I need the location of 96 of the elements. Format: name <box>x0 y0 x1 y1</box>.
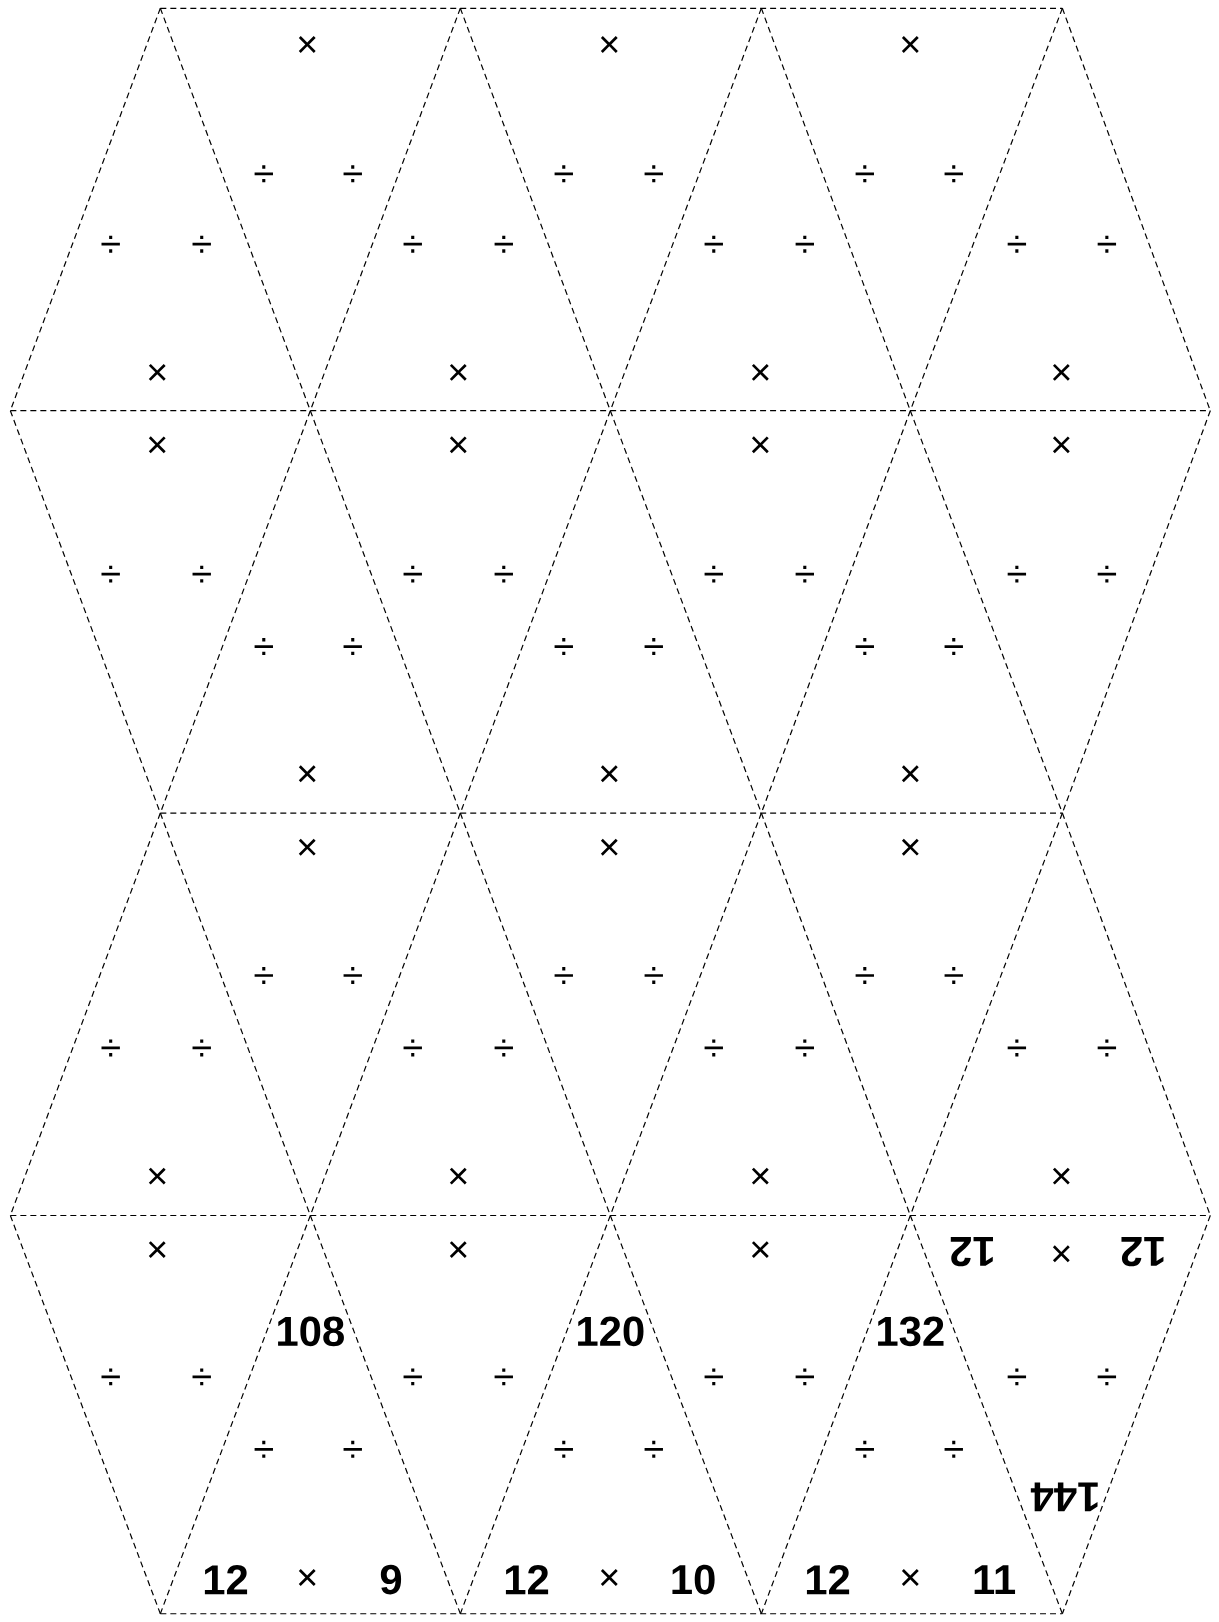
operator-symbol: ÷ <box>855 638 875 655</box>
number-label: 132 <box>878 1316 944 1347</box>
operator-symbol: × <box>450 436 467 454</box>
operator-symbol: × <box>902 1569 919 1586</box>
operator-symbol: × <box>299 36 316 53</box>
operator-symbol: ÷ <box>254 967 274 984</box>
operator-symbol: ÷ <box>1097 1039 1117 1057</box>
operator-symbol: × <box>149 1167 166 1185</box>
operator-symbol: ÷ <box>494 1368 514 1386</box>
operator-symbol: ÷ <box>795 1039 815 1057</box>
operator-symbol: ÷ <box>254 165 274 183</box>
operator-symbol: ÷ <box>855 967 875 984</box>
operator-symbol: ÷ <box>254 638 274 655</box>
operator-symbol: ÷ <box>1007 565 1027 583</box>
operator-symbol: × <box>752 436 769 454</box>
operator-symbol: ÷ <box>855 165 875 183</box>
number-label: 9 <box>381 1564 402 1595</box>
operator-symbol: × <box>902 838 919 856</box>
operator-symbol: ÷ <box>554 1440 574 1458</box>
operator-symbol: × <box>752 1167 769 1185</box>
number-label: 108 <box>278 1316 345 1347</box>
operator-symbol: ÷ <box>343 638 363 655</box>
operator-symbol: × <box>902 36 919 53</box>
operator-symbol: × <box>601 36 618 53</box>
operator-symbol: × <box>1053 436 1070 454</box>
operator-symbol: × <box>299 1569 316 1586</box>
operator-symbol: ÷ <box>554 165 574 183</box>
operator-symbol: ÷ <box>704 1368 724 1386</box>
operator-symbol: ÷ <box>855 1440 875 1458</box>
operator-symbol: ÷ <box>554 638 574 655</box>
operator-symbol: × <box>149 363 166 381</box>
operator-symbol: × <box>149 436 166 454</box>
operator-symbol: ÷ <box>644 1440 664 1458</box>
operator-symbol: ÷ <box>944 967 964 984</box>
operator-symbol: ÷ <box>644 165 664 183</box>
operator-symbol: × <box>601 765 618 783</box>
operator-symbol: ÷ <box>494 1039 514 1057</box>
operator-symbol: × <box>601 1569 618 1586</box>
operator-symbol: × <box>601 838 618 856</box>
operator-symbol: ÷ <box>101 565 121 583</box>
operator-symbol: × <box>902 765 919 783</box>
operator-symbol: × <box>299 838 316 856</box>
operator-symbol: ÷ <box>795 1368 815 1386</box>
operator-symbol: ÷ <box>1097 565 1117 583</box>
operator-symbol: ÷ <box>554 967 574 984</box>
operator-symbol: ÷ <box>704 565 724 583</box>
operator-symbol: ÷ <box>101 1039 121 1057</box>
operator-symbol: ÷ <box>704 1039 724 1057</box>
number-label: 10 <box>672 1564 715 1595</box>
operator-symbol: ÷ <box>494 565 514 583</box>
operator-symbol: × <box>450 1167 467 1185</box>
operator-symbol: × <box>450 1241 467 1259</box>
operator-symbol: ÷ <box>494 235 514 253</box>
operator-symbol: ÷ <box>403 565 423 583</box>
operator-symbol: ÷ <box>944 165 964 183</box>
number-label: 144 <box>1031 1482 1098 1512</box>
operator-symbol: ÷ <box>101 235 121 253</box>
operator-symbol: × <box>752 363 769 381</box>
number-label: 12 <box>1121 1237 1164 1267</box>
operator-symbol: × <box>752 1241 769 1259</box>
operator-symbol: ÷ <box>192 1368 212 1386</box>
operator-symbol: ÷ <box>343 1440 363 1458</box>
number-label: 11 <box>974 1565 1016 1594</box>
operator-symbol: ÷ <box>403 1368 423 1386</box>
operator-symbol: ÷ <box>795 565 815 583</box>
number-label: 12 <box>951 1237 994 1267</box>
operator-symbol: ÷ <box>101 1368 121 1386</box>
number-label: 12 <box>205 1565 248 1595</box>
operator-symbol: ÷ <box>254 1440 274 1458</box>
number-label: 120 <box>578 1316 644 1347</box>
operator-symbol: × <box>149 1241 166 1259</box>
operator-symbol: ÷ <box>1007 235 1027 253</box>
operator-symbol: × <box>450 363 467 381</box>
operator-symbol: ÷ <box>1007 1368 1027 1386</box>
operator-symbol: ÷ <box>343 967 363 984</box>
operator-symbol: ÷ <box>1097 235 1117 253</box>
operator-symbol: ÷ <box>944 638 964 655</box>
operator-symbol: × <box>299 765 316 783</box>
operator-symbol: × <box>1053 1167 1070 1185</box>
operator-symbol: ÷ <box>403 1039 423 1057</box>
operator-symbol: ÷ <box>1007 1039 1027 1057</box>
operator-symbol: × <box>1053 363 1070 381</box>
operator-symbol: ÷ <box>644 967 664 984</box>
operator-symbol: ÷ <box>795 235 815 253</box>
operator-symbol: ÷ <box>343 165 363 183</box>
operator-symbol: ÷ <box>192 235 212 253</box>
operator-symbol: × <box>1053 1245 1070 1263</box>
operator-symbol: ÷ <box>192 1039 212 1057</box>
number-label: 12 <box>506 1565 549 1595</box>
operator-symbol: ÷ <box>1097 1368 1117 1386</box>
operator-symbol: ÷ <box>944 1440 964 1458</box>
operator-symbol: ÷ <box>192 565 212 583</box>
number-label: 12 <box>807 1565 850 1595</box>
operator-symbol: ÷ <box>644 638 664 655</box>
operator-symbol: ÷ <box>403 235 423 253</box>
operator-symbol: ÷ <box>704 235 724 253</box>
